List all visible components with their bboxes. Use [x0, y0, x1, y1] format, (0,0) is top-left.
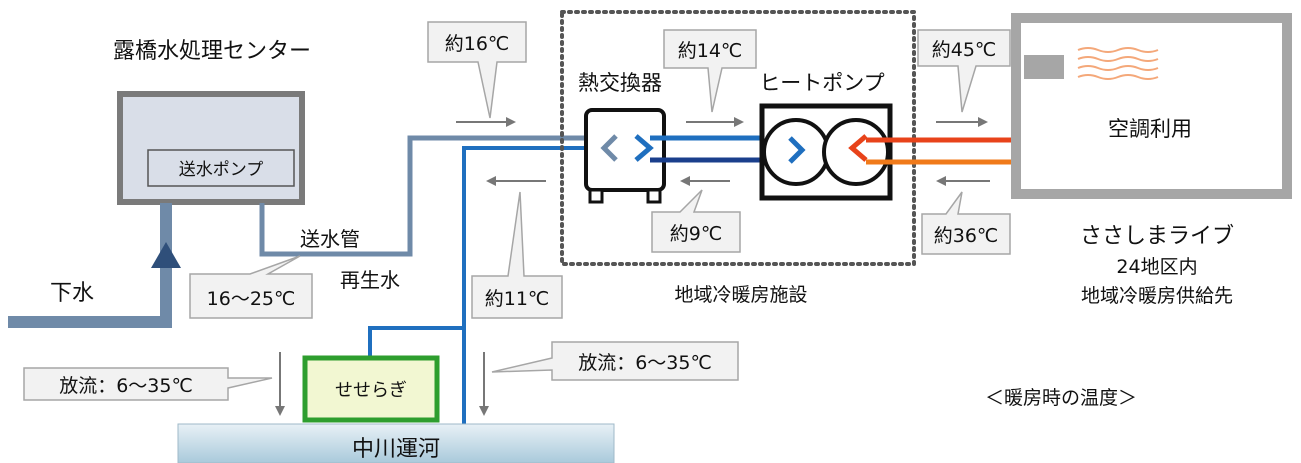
callout-sent-temp: 16〜25℃	[207, 288, 296, 310]
release-left-arrowhead	[275, 406, 285, 416]
consumer-desc: 地域冷暖房供給先	[1081, 285, 1233, 307]
callout-return-box	[921, 191, 1011, 255]
supply-flow-arrowhead	[978, 117, 988, 127]
heat-exchanger-leg-right	[646, 188, 662, 204]
pipe-label: 送水管	[300, 227, 360, 251]
pump-box	[147, 149, 295, 187]
consumer-area: 24地区内	[1116, 256, 1197, 278]
heat-waves-icon	[1077, 47, 1159, 80]
callout-release-left-box	[23, 367, 273, 401]
sewage-label: 下水	[50, 281, 94, 306]
callout-release-left: 放流：6〜35℃	[59, 375, 193, 397]
callout-sent-temp-box	[189, 255, 313, 319]
heat-exchanger-label: 熱交換器	[578, 71, 662, 95]
canal	[177, 423, 615, 463]
callout-return-temp: 約36℃	[934, 225, 999, 247]
loop-flow-arrowhead-out	[734, 117, 744, 127]
callout-inlet-box	[427, 21, 527, 119]
hp-coil-cold	[788, 136, 806, 164]
treatment-center-title: 露橋水処理センター	[113, 39, 311, 64]
release-right-arrowhead	[479, 406, 489, 416]
seseragi-box	[302, 355, 440, 423]
callout-supply-temp: 約45℃	[932, 39, 997, 61]
callout-after-hx-box	[663, 29, 757, 113]
seseragi-label: せせらぎ	[335, 380, 407, 401]
return-flow-arrowhead	[936, 176, 946, 186]
hx-coil-loop	[634, 134, 654, 162]
heat-exchanger-leg-left	[588, 188, 604, 204]
mode-caption: ＜暖房時の温度＞	[985, 387, 1137, 409]
sewage-flow-arrow	[151, 242, 181, 268]
hx-coil-reclaimed	[600, 134, 618, 162]
callout-inlet-temp: 約16℃	[445, 33, 510, 55]
consumer-box-label: 空調利用	[1108, 117, 1192, 141]
consumer-name: ささしまライブ	[1080, 224, 1234, 249]
heat-exchanger-device	[584, 108, 666, 192]
hp-coil-hot	[848, 134, 868, 162]
heat-pump-label: ヒートポンプ	[759, 71, 884, 95]
inlet-flow-arrowhead	[506, 117, 516, 127]
callout-discharge-temp: 約11℃	[485, 288, 550, 310]
seseragi-branch-pipe	[368, 326, 464, 358]
callout-return-hx-temp: 約9℃	[670, 223, 722, 245]
facility-caption: 地域冷暖房施設	[674, 284, 807, 306]
reclaimed-water-label: 再生水	[340, 268, 400, 292]
callout-supply-box	[917, 29, 1011, 113]
canal-label: 中川運河	[352, 437, 440, 462]
callout-release-right: 放流：6〜35℃	[578, 352, 712, 374]
consumer-building	[1011, 13, 1292, 199]
callout-return-hx-box	[651, 189, 741, 253]
reclaimed-water-pipe	[259, 135, 600, 257]
discharge-pipe	[462, 146, 600, 435]
pump-label: 送水ポンプ	[179, 160, 264, 180]
discharge-flow-arrowhead	[486, 176, 496, 186]
callout-release-right-box	[491, 341, 739, 381]
heat-pump-circle-left	[762, 118, 830, 186]
loop-flow-arrowhead-back	[680, 176, 690, 186]
callout-after-hx-temp: 約14℃	[678, 40, 743, 62]
callout-discharge-box	[471, 191, 563, 319]
air-conditioner-unit	[1024, 55, 1064, 79]
